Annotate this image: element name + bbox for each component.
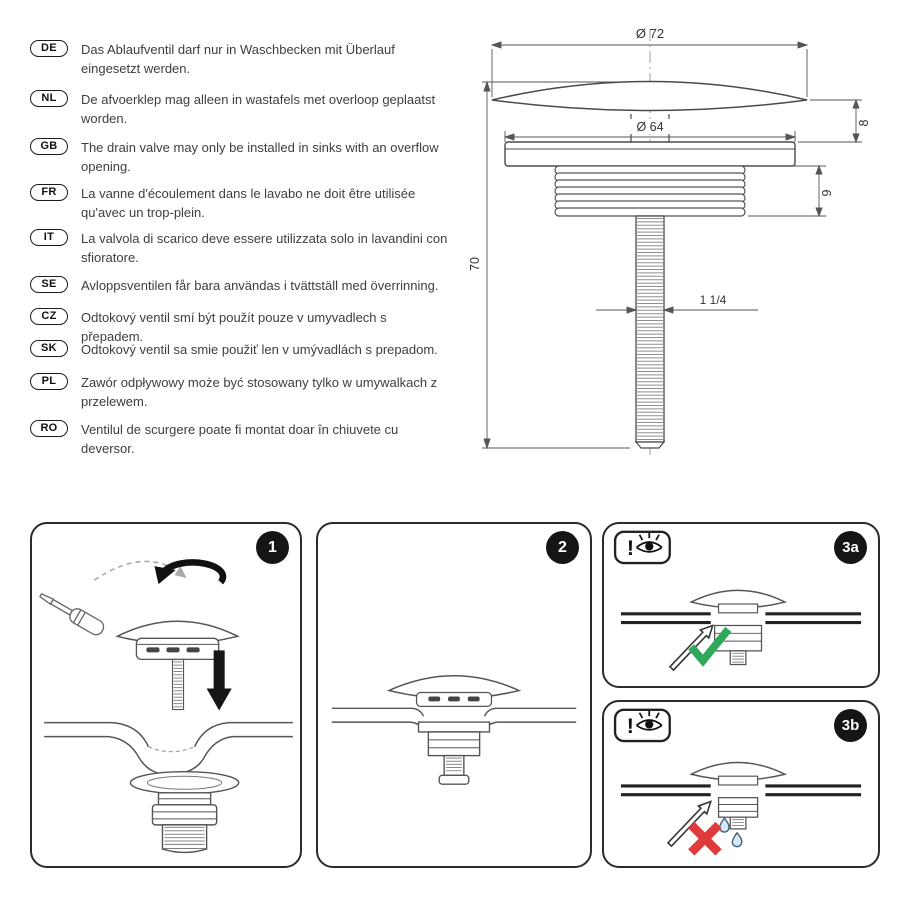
language-badge-pl: PL: [30, 373, 68, 390]
leak-check-arrow: [666, 800, 712, 848]
step-panel-1: 1: [30, 522, 302, 868]
ribbed-collar: [554, 165, 746, 217]
language-row-pl: PL Zawór odpływowy może być stosowany ty…: [30, 373, 448, 412]
language-text-ro: Ventilul de scurgere poate fi montat doa…: [81, 422, 399, 456]
rotate-arrow-icon: [154, 559, 227, 585]
waste-body: [417, 721, 491, 785]
language-badge-ro: RO: [30, 420, 68, 437]
technical-drawing: Ø 72 70 Ø 64 8: [470, 26, 871, 455]
language-row-se: SE Avloppsventilen får bara användas i t…: [30, 276, 448, 296]
language-row-gb: GB The drain valve may only be installed…: [30, 138, 448, 177]
step3b-illustration: !: [613, 708, 862, 856]
step-panel-3b: 3b !: [602, 700, 880, 868]
language-text-fr: La vanne d'écoulement dans le lavabo ne …: [81, 186, 416, 220]
water-drop-icon: [718, 816, 743, 848]
language-row-cz: CZ Odtokový ventil smí být použít pouze …: [30, 308, 448, 347]
language-badge-de: DE: [30, 40, 68, 57]
language-text-it: La valvola di scarico deve essere utiliz…: [81, 231, 448, 265]
dim-label-flange-diameter: Ø 64: [636, 120, 663, 134]
language-badge-nl: NL: [30, 90, 68, 107]
valve-cap: [115, 620, 240, 661]
language-row-sk: SK Odtokový ventil sa smie použiť len v …: [30, 340, 448, 360]
valve-cap-profile: [491, 80, 808, 112]
language-badge-gb: GB: [30, 138, 68, 155]
sink-surface: [620, 612, 862, 625]
attention-eye-icon: !: [613, 530, 671, 565]
step2-illustration: [331, 675, 577, 785]
language-row-it: IT La valvola di scarico deve essere uti…: [30, 229, 448, 268]
language-badge-fr: FR: [30, 184, 68, 201]
check-icon: [688, 626, 732, 667]
attention-eye-icon: !: [613, 708, 671, 743]
language-text-gb: The drain valve may only be installed in…: [81, 140, 439, 174]
waste-body: [717, 797, 759, 830]
language-text-cz: Odtokový ventil smí být použít pouze v u…: [81, 310, 387, 344]
step-number-3a: 3a: [834, 531, 867, 564]
guide-arrow-icon: [93, 560, 187, 581]
language-text-nl: De afvoerklep mag alleen in wastafels me…: [81, 92, 436, 126]
step-number-2: 2: [546, 531, 579, 564]
threaded-rod: [171, 658, 185, 711]
valve-cap: [689, 761, 788, 786]
language-badge-se: SE: [30, 276, 68, 293]
attention-mark: !: [627, 714, 634, 738]
dimension-thread-size: [596, 306, 758, 314]
dim-label-cap-diameter: Ø 72: [636, 26, 664, 41]
cross-icon: [688, 821, 722, 856]
valve-flange: [504, 141, 796, 167]
language-badge-cz: CZ: [30, 308, 68, 325]
down-arrow-icon: [206, 650, 232, 711]
step-panel-3a: 3a !: [602, 522, 880, 688]
dim-label-cap-height: 8: [857, 119, 871, 126]
valve-cap: [386, 675, 522, 707]
language-text-sk: Odtokový ventil sa smie použiť len v umý…: [81, 342, 438, 357]
language-row-nl: NL De afvoerklep mag alleen in wastafels…: [30, 90, 448, 129]
language-row-fr: FR La vanne d'écoulement dans le lavabo …: [30, 184, 448, 223]
attention-mark: !: [627, 536, 634, 560]
dim-label-collar-height: 9: [820, 189, 834, 196]
dim-label-thread-size: 1 1/4: [700, 293, 727, 307]
language-text-pl: Zawór odpływowy może być stosowany tylko…: [81, 375, 438, 409]
sink-surface: [620, 784, 862, 797]
dimension-flange-diameter: [503, 131, 797, 142]
threaded-rod: [634, 215, 666, 449]
sink-cross-section: [44, 721, 293, 776]
dim-label-total-length: 70: [470, 257, 482, 271]
valve-cap: [689, 589, 788, 614]
language-row-ro: RO Ventilul de scurgere poate fi montat …: [30, 420, 448, 459]
screwdriver-icon: [39, 593, 105, 636]
step-number-1: 1: [256, 531, 289, 564]
dimension-cap-height: [798, 98, 862, 144]
language-badge-it: IT: [30, 229, 68, 246]
step1-illustration: [39, 559, 293, 854]
language-text-de: Das Ablaufventil darf nur in Waschbecken…: [81, 42, 395, 76]
dimension-cap-diameter: [490, 41, 809, 97]
language-text-se: Avloppsventilen får bara användas i tvät…: [81, 278, 439, 293]
dimension-collar-height: [748, 164, 826, 218]
step-number-3b: 3b: [834, 709, 867, 742]
step-panel-2: 2: [316, 522, 592, 868]
waste-body: [129, 771, 240, 854]
waste-body: [714, 624, 763, 666]
language-badge-sk: SK: [30, 340, 68, 357]
language-row-de: DE Das Ablaufventil darf nur in Waschbec…: [30, 40, 448, 79]
dim-label-mask: [620, 119, 680, 134]
step3a-illustration: !: [613, 530, 862, 672]
